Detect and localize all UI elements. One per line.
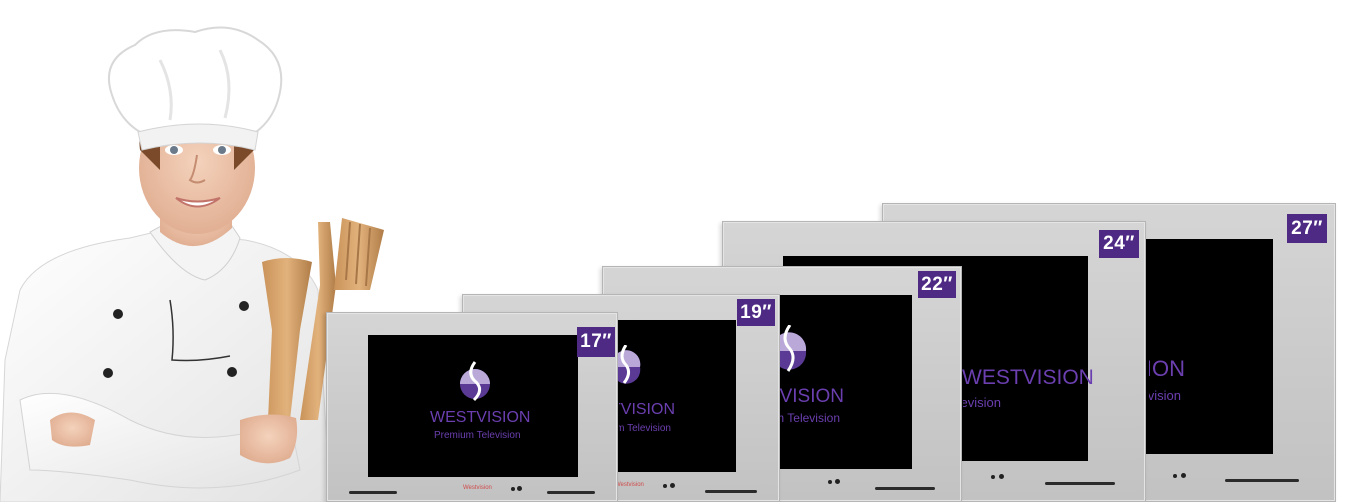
- sensor-dot: [1181, 473, 1186, 478]
- speaker-slot: [875, 487, 935, 490]
- brand-name-text: WESTVISION: [780, 386, 844, 407]
- speaker-slot: [1225, 479, 1299, 482]
- westvision-logo-icon: [618, 345, 641, 384]
- maker-label: Westvision: [463, 485, 492, 491]
- chef-image: [0, 26, 384, 502]
- sensor-dot: [828, 480, 832, 484]
- sensor-dot: [1173, 474, 1177, 478]
- size-badge-24: 24″: [1099, 230, 1139, 258]
- speaker-slot: [547, 491, 595, 494]
- size-badge-22: 22″: [918, 271, 956, 298]
- speaker-slot: [349, 491, 397, 494]
- sensor-dot: [991, 475, 995, 479]
- size-badge-27: 27″: [1287, 214, 1327, 243]
- sensor-dot: [999, 474, 1004, 479]
- brand-tagline-text: Premium Television: [619, 423, 671, 434]
- westvision-logo-icon: [460, 361, 490, 402]
- brand-name-text: WESTVISION: [962, 366, 1094, 389]
- sensor-dot: [670, 483, 675, 488]
- sensor-dot: [511, 487, 515, 491]
- speaker-slot: [1045, 482, 1115, 485]
- brand-tagline-text: Premium Television: [434, 430, 521, 441]
- sensor-dot: [517, 486, 522, 491]
- brand-name-text: WESTVISION: [619, 401, 675, 418]
- brand-name-text: WESTVISION: [430, 409, 531, 426]
- speaker-slot: [705, 490, 757, 493]
- brand-tagline-text: Premium Television: [780, 411, 840, 425]
- brand-tagline-text: Premium Television: [1149, 388, 1181, 403]
- tv-17-inch: 17″ Westvision: [326, 312, 618, 502]
- size-badge-19: 19″: [737, 299, 775, 326]
- sensor-dot: [835, 479, 840, 484]
- tv-screen: [368, 335, 578, 477]
- sensor-dot: [663, 484, 667, 488]
- brand-name-text: WESTVISION: [1149, 356, 1185, 381]
- maker-label: Westvision: [615, 482, 644, 488]
- westvision-logo-icon: [780, 325, 807, 372]
- brand-tagline-text: Premium Television: [963, 395, 1001, 410]
- size-badge-17: 17″: [577, 327, 615, 357]
